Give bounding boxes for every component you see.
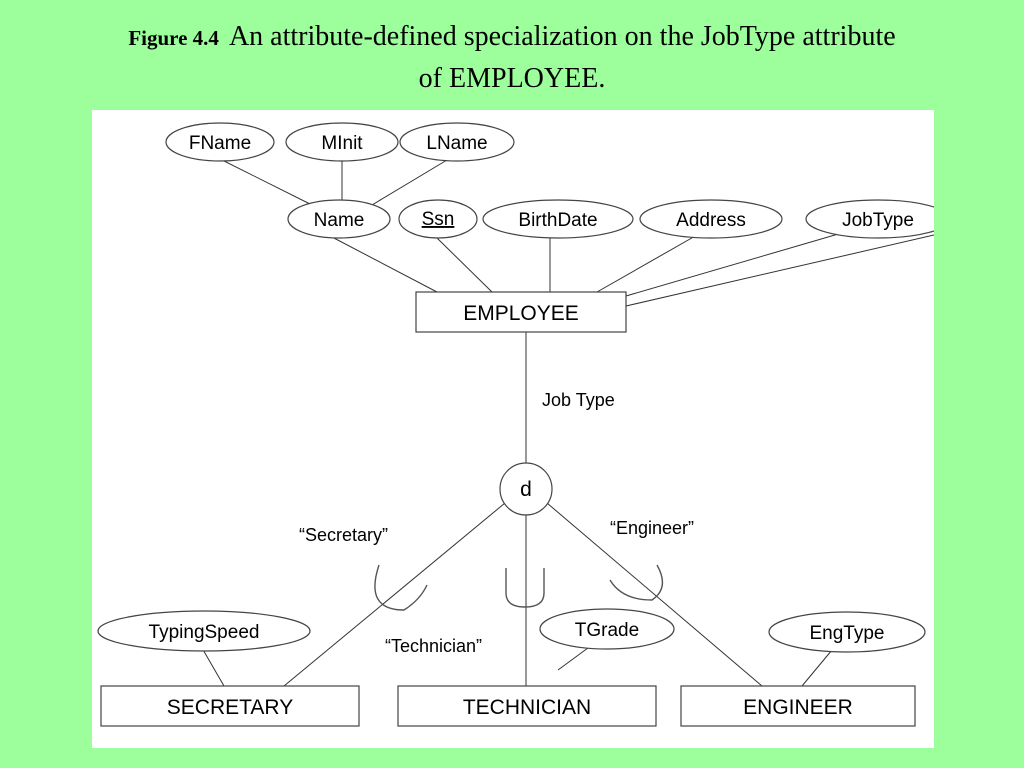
attribute-minit-label: MInit — [321, 133, 363, 154]
attribute-birthdate-label: BirthDate — [518, 210, 597, 231]
attribute-birthdate-shape — [482, 199, 634, 239]
entity-technician-label: TECHNICIAN — [463, 696, 591, 719]
entity-employee-label: EMPLOYEE — [463, 302, 579, 325]
subset-symbol-engineer — [609, 564, 664, 601]
er-diagram: FName MInit LName Name Ssn BirthDate — [92, 110, 934, 748]
defining-attribute-label: Job Type — [542, 390, 615, 410]
entity-secretary: SECRETARY — [100, 685, 360, 727]
attribute-fname-label: FName — [189, 133, 251, 154]
attribute-tgrade-label: TGrade — [575, 620, 639, 641]
attribute-lname-shape — [399, 122, 515, 162]
attributes: FName MInit LName Name Ssn BirthDate — [97, 122, 934, 653]
attribute-address-label: Address — [676, 210, 746, 231]
entity-employee-box — [415, 291, 627, 333]
entities: EMPLOYEE SECRETARY TECHNICIAN ENGINEER — [100, 291, 916, 727]
attribute-minit-shape — [285, 122, 399, 162]
attribute-typingspeed: TypingSpeed — [97, 610, 311, 652]
attribute-lname: LName — [399, 122, 515, 162]
figure-caption: Figure 4.4 An attribute-defined specializ… — [0, 18, 1024, 98]
entity-technician: TECHNICIAN — [397, 685, 657, 727]
subset-symbols — [374, 564, 664, 611]
line-jobtype-employee-1 — [625, 229, 853, 297]
disjoint-circle — [499, 462, 553, 516]
attribute-engtype-label: EngType — [810, 623, 885, 644]
attribute-ssn-shape — [398, 199, 478, 239]
attribute-address-shape — [639, 199, 783, 239]
attribute-engtype: EngType — [768, 611, 926, 653]
attribute-jobtype-label: JobType — [842, 210, 914, 231]
subset-symbol-secretary — [374, 564, 428, 611]
attribute-engtype-shape — [768, 611, 926, 653]
caption-text-line-2: of EMPLOYEE. — [418, 63, 606, 94]
entity-engineer-box — [680, 685, 916, 727]
branch-label-secretary: “Secretary” — [299, 525, 388, 545]
line-typingspeed-secretary — [201, 647, 225, 687]
attribute-typingspeed-label: TypingSpeed — [149, 622, 260, 643]
attribute-name-shape — [287, 199, 391, 239]
line-jobtype-employee-2 — [625, 234, 934, 307]
attribute-typingspeed-shape — [97, 610, 311, 652]
specialization: Job Type d “Secretary” “Technician” “Eng… — [299, 390, 694, 656]
attribute-jobtype: JobType — [805, 199, 934, 239]
attribute-name: Name — [287, 199, 391, 239]
relationship-lines — [201, 159, 934, 687]
attribute-lname-label: LName — [426, 133, 487, 154]
caption-text-line-1: An attribute-defined specialization on t… — [228, 21, 896, 52]
line-d-secretary — [283, 502, 506, 687]
attribute-ssn-label: Ssn — [422, 209, 455, 230]
line-d-engineer — [546, 502, 763, 687]
er-diagram-svg: FName MInit LName Name Ssn BirthDate — [97, 122, 934, 727]
entity-secretary-label: SECRETARY — [167, 696, 293, 719]
entity-engineer: ENGINEER — [680, 685, 916, 727]
line-lname-name — [371, 159, 448, 206]
line-address-employee — [596, 234, 698, 293]
attribute-tgrade: TGrade — [539, 608, 675, 650]
attribute-fname-shape — [165, 122, 275, 162]
entity-secretary-box — [100, 685, 360, 727]
figure-number: Figure 4.4 — [128, 26, 219, 50]
attribute-fname: FName — [165, 122, 275, 162]
branch-label-engineer: “Engineer” — [610, 518, 694, 538]
line-tgrade-technician — [557, 644, 593, 671]
entity-engineer-label: ENGINEER — [743, 696, 853, 719]
entity-employee: EMPLOYEE — [415, 291, 627, 333]
attribute-name-label: Name — [314, 210, 365, 231]
attribute-ssn: Ssn — [398, 199, 478, 239]
disjoint-constraint-label: d — [520, 478, 532, 501]
attribute-address: Address — [639, 199, 783, 239]
caption-line-1: Figure 4.4 An attribute-defined specializ… — [0, 18, 1024, 60]
line-engtype-engineer — [801, 649, 833, 687]
subset-symbol-technician — [505, 568, 545, 608]
entity-technician-box — [397, 685, 657, 727]
line-name-employee — [331, 236, 438, 293]
line-fname-name — [221, 159, 313, 206]
branch-label-technician: “Technician” — [385, 636, 482, 656]
line-ssn-employee — [436, 237, 493, 293]
attribute-jobtype-shape — [805, 199, 934, 239]
attribute-birthdate: BirthDate — [482, 199, 634, 239]
attribute-minit: MInit — [285, 122, 399, 162]
attribute-tgrade-shape — [539, 608, 675, 650]
